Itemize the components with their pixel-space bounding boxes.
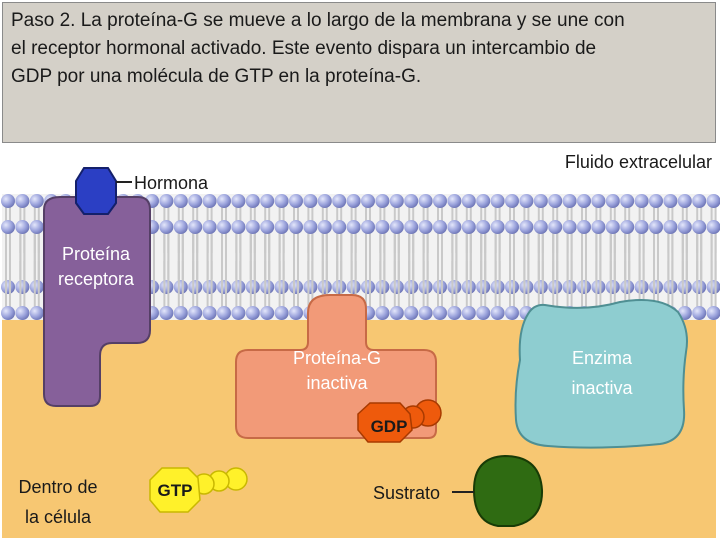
hormone-molecule <box>76 168 116 214</box>
enzyme-label-line1: Enzima <box>572 348 633 368</box>
gprotein-label-line1: Proteína-G <box>293 348 381 368</box>
hormone-label: Hormona <box>134 173 209 193</box>
inside-cell-label-line1: Dentro de <box>18 477 97 497</box>
enzyme-label-line2: inactiva <box>571 378 633 398</box>
receptor-label-line2: receptora <box>58 269 135 289</box>
gtp-label: GTP <box>158 481 193 500</box>
substrate-label: Sustrato <box>373 483 440 503</box>
inside-cell-label-line2: la célula <box>25 507 92 527</box>
gprotein-label-line2: inactiva <box>306 373 368 393</box>
gdp-label: GDP <box>371 417 408 436</box>
enzyme <box>516 300 688 448</box>
receptor-label-line1: Proteína <box>62 244 131 264</box>
extracellular-label: Fluido extracelular <box>565 152 712 172</box>
substrate-molecule <box>474 456 542 526</box>
